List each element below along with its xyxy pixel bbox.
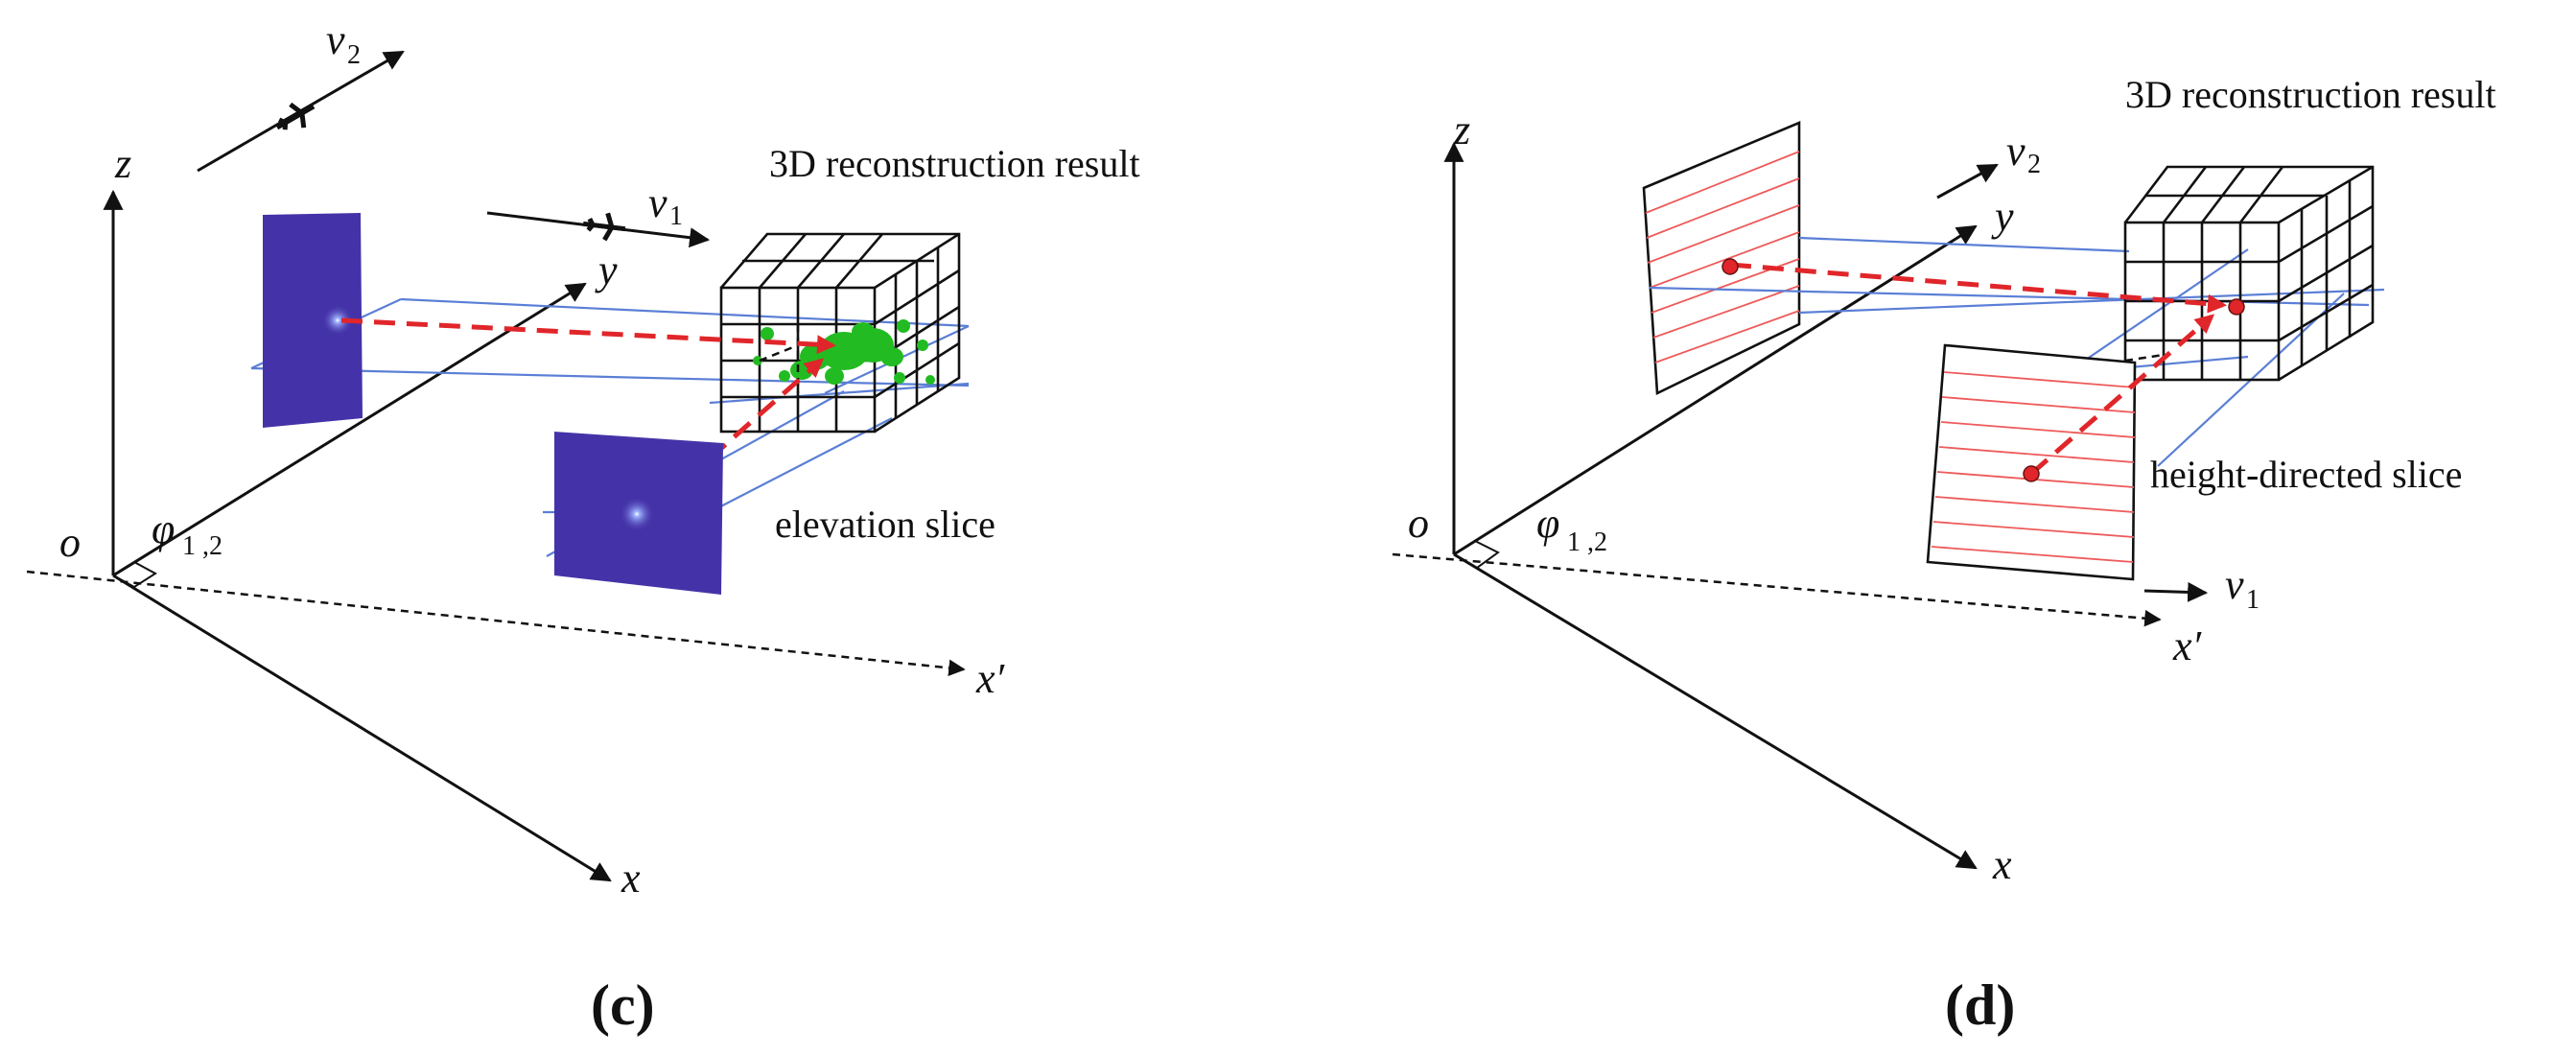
target-point bbox=[1721, 258, 1739, 275]
caption-c: (c) bbox=[591, 973, 655, 1037]
y-axis-label: y bbox=[595, 246, 618, 293]
airplane-icon bbox=[582, 212, 626, 242]
back-slice bbox=[1642, 121, 1801, 396]
x-axis bbox=[112, 574, 612, 882]
slice-label: elevation slice bbox=[775, 503, 995, 546]
projection-ray bbox=[2029, 314, 2215, 476]
origin-label: o bbox=[1408, 500, 1429, 547]
back-slice bbox=[263, 213, 363, 428]
x-prime-axis-label: x′ bbox=[975, 655, 1006, 702]
v2-label: v bbox=[2006, 128, 2026, 175]
v2-label: v bbox=[326, 16, 345, 63]
projection-ray bbox=[1729, 262, 2227, 314]
x-axis bbox=[1453, 552, 1978, 870]
z-axis-label: z bbox=[1453, 106, 1470, 153]
scatter-points bbox=[753, 319, 935, 385]
x-prime-axis bbox=[26, 570, 966, 677]
v1-subscript: 1 bbox=[669, 201, 683, 231]
x-axis-label: x bbox=[1992, 841, 2012, 888]
v2-subscript: 2 bbox=[347, 40, 361, 70]
target-point bbox=[2023, 465, 2040, 482]
projection-ray bbox=[340, 317, 836, 355]
v2-subscript: 2 bbox=[2027, 150, 2041, 179]
recon-label: 3D reconstruction result bbox=[2125, 73, 2496, 116]
v1-subscript: 1 bbox=[2246, 585, 2260, 615]
origin-label: o bbox=[59, 519, 81, 566]
x-prime-axis-label: x′ bbox=[2172, 622, 2203, 669]
reconstruction-grid bbox=[719, 232, 961, 434]
v1-label: v bbox=[648, 179, 667, 226]
y-axis bbox=[1453, 224, 1978, 556]
slice-label: height-directed slice bbox=[2150, 453, 2462, 496]
projection-ray bbox=[708, 358, 825, 460]
y-axis-label: y bbox=[1991, 193, 2014, 240]
recon-label: 3D reconstruction result bbox=[769, 142, 1140, 185]
phi-label: φ bbox=[152, 505, 175, 552]
v2-track bbox=[1936, 163, 1999, 199]
phi-subscript: 1 ,2 bbox=[182, 531, 222, 561]
airplane-icon bbox=[275, 102, 316, 130]
reconstruction-grid bbox=[2123, 165, 2375, 382]
y-axis bbox=[112, 282, 587, 577]
height-directed-slice bbox=[1926, 343, 2137, 581]
inner-dash bbox=[759, 343, 799, 363]
x-prime-axis bbox=[1392, 552, 2162, 627]
phi-subscript: 1 ,2 bbox=[1567, 528, 1607, 557]
caption-d: (d) bbox=[1945, 973, 2015, 1037]
slice-hotspot bbox=[322, 305, 353, 336]
angle-mark bbox=[1453, 540, 1500, 570]
panel-d: z y x x′ o φ 1 ,2 v 2 v 1 bbox=[1392, 73, 2496, 1037]
phi-label: φ bbox=[1536, 500, 1559, 547]
z-axis-label: z bbox=[114, 140, 131, 187]
target-point bbox=[2228, 298, 2245, 316]
panel-c: z y x x′ o φ 1 ,2 v 2 v 1 bbox=[26, 16, 1140, 1037]
slice-hotspot bbox=[620, 497, 654, 531]
v1-track bbox=[2143, 581, 2209, 602]
inner-dash bbox=[2124, 353, 2165, 363]
x-axis-label: x bbox=[621, 855, 641, 902]
angle-mark bbox=[112, 561, 157, 589]
v1-label: v bbox=[2225, 561, 2244, 608]
